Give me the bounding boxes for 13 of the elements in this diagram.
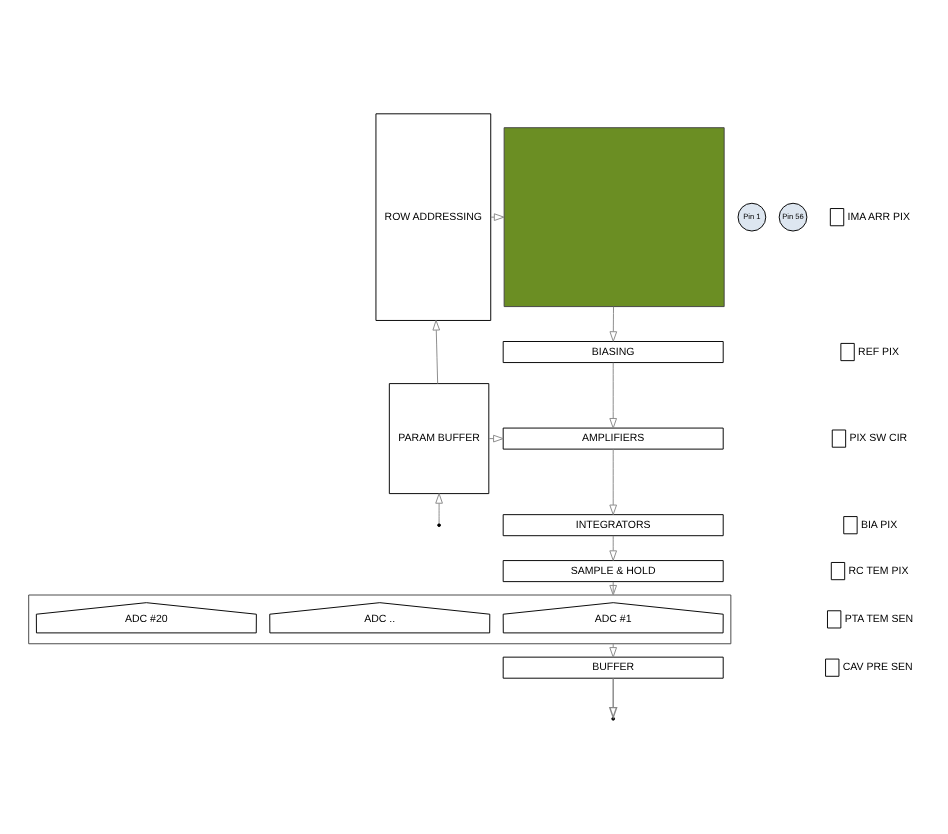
cluster	[28, 594, 732, 645]
arrow	[432, 320, 441, 385]
arrow	[488, 434, 504, 443]
arrow	[609, 581, 617, 596]
arrow	[608, 677, 618, 720]
arrow	[609, 448, 617, 516]
arrow	[490, 213, 505, 221]
arrow	[609, 643, 617, 658]
arrow	[609, 362, 617, 429]
arrow	[435, 493, 443, 525]
arrow	[609, 535, 617, 561]
arrow	[609, 306, 618, 342]
node-box	[503, 127, 725, 308]
